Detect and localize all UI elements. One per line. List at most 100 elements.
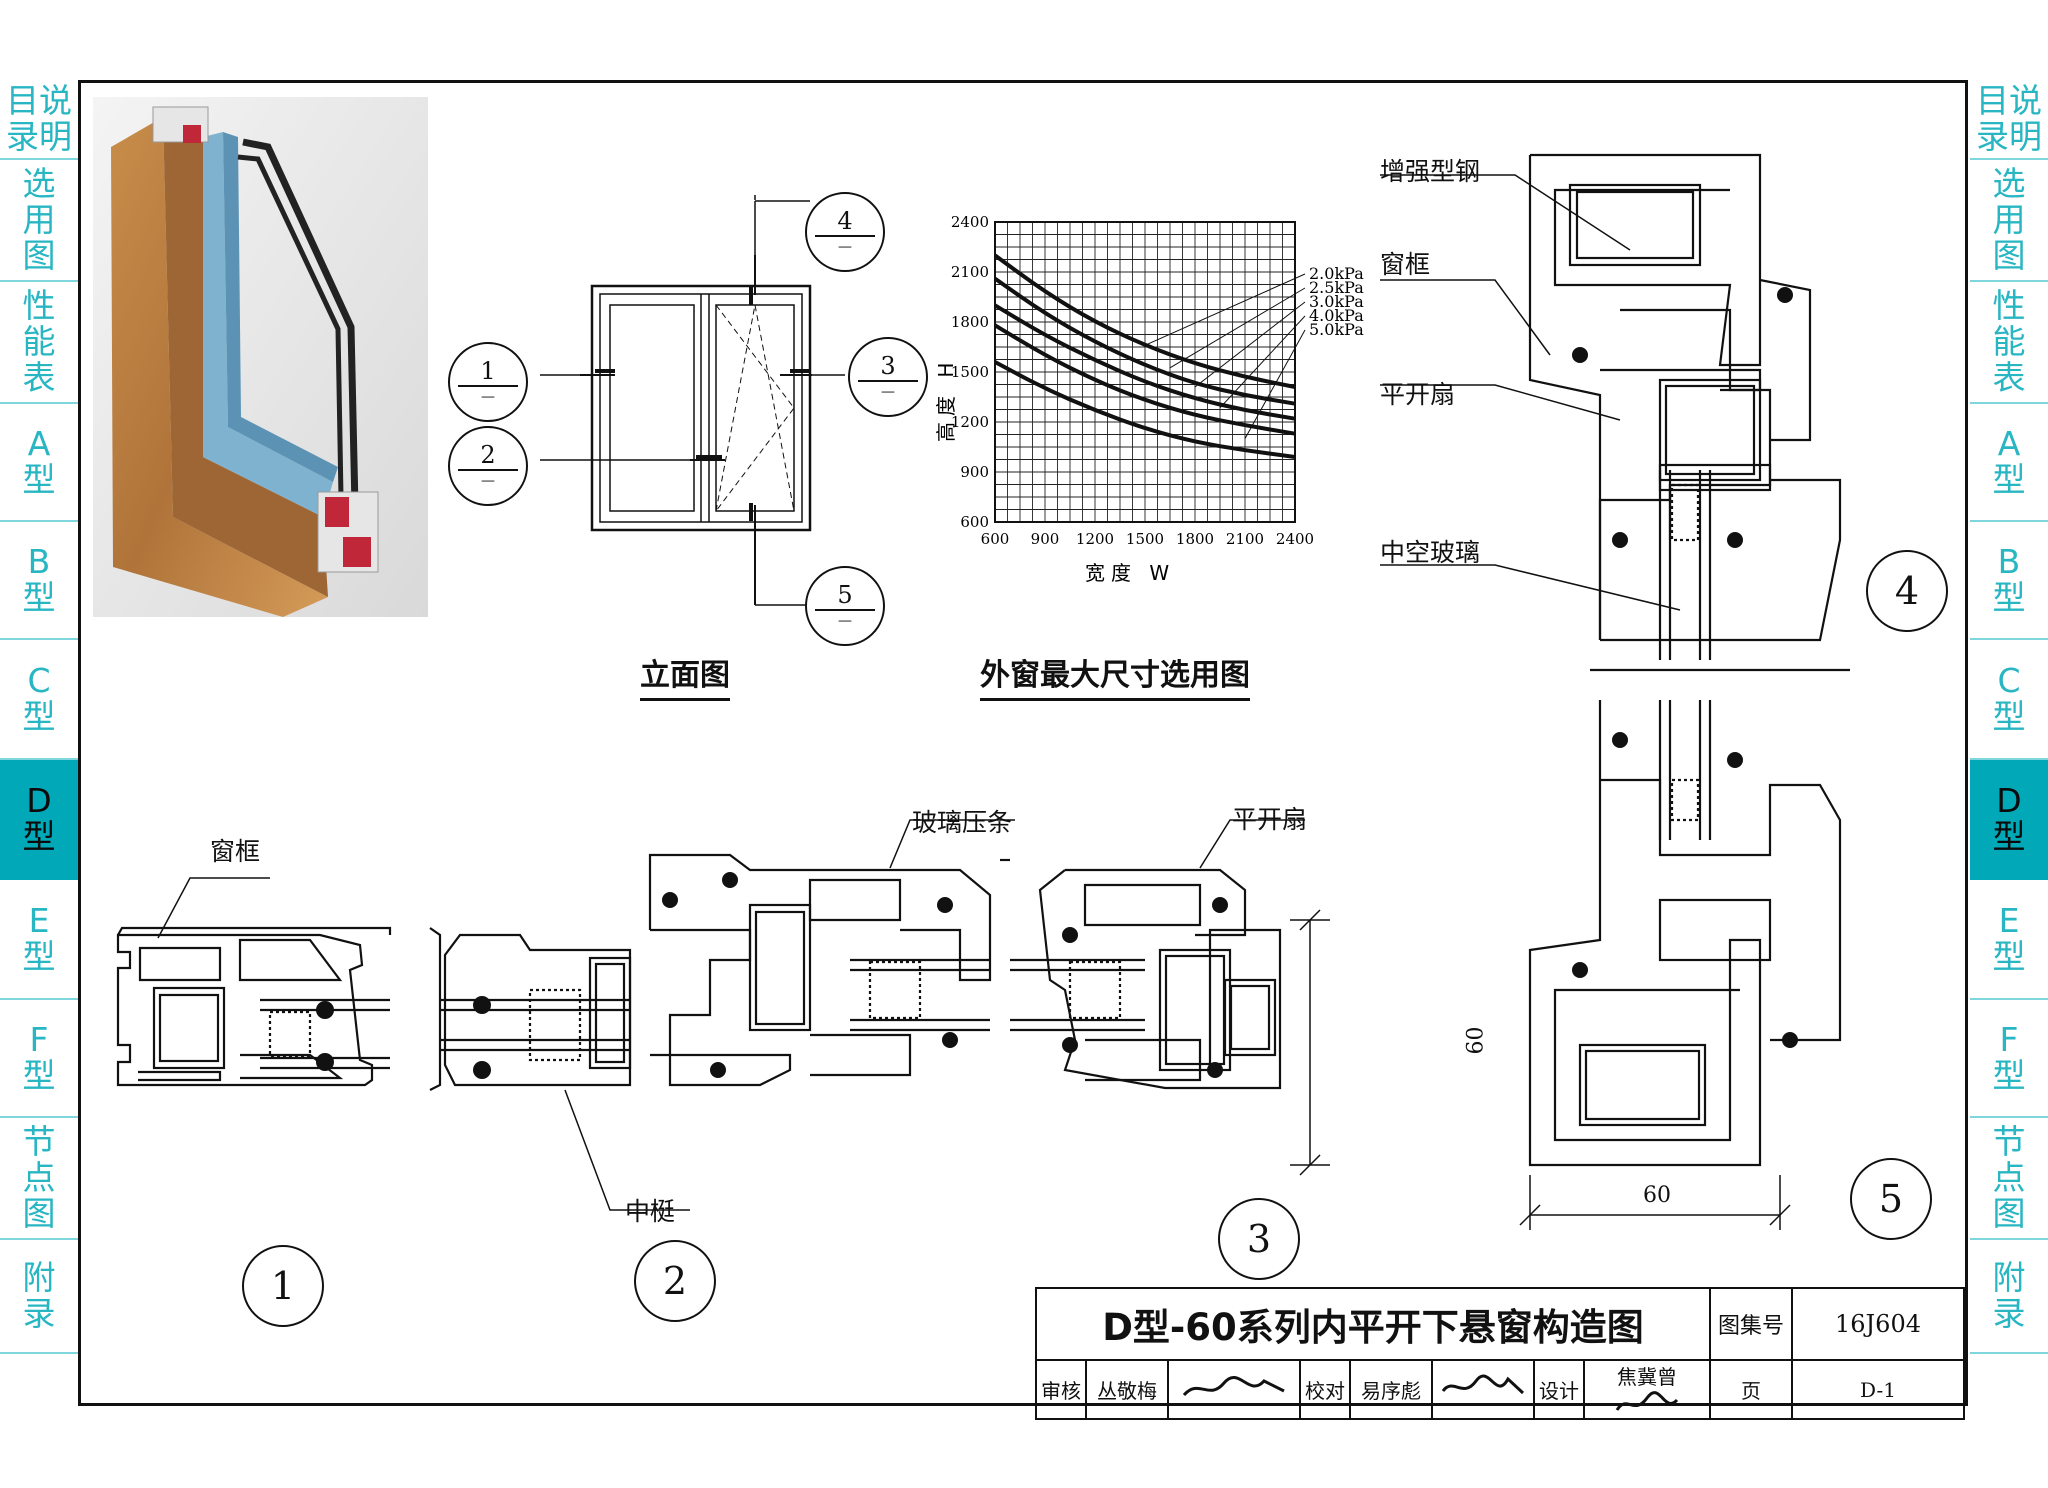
sidebar-tab-10[interactable]: 附录	[0, 1240, 78, 1354]
page-number: D-1	[1791, 1359, 1965, 1420]
chart-series-label: 3.0kPa	[1309, 292, 1364, 311]
marker-number: 1	[480, 357, 496, 385]
marker-divider	[858, 380, 918, 382]
signature-mark	[1441, 1374, 1525, 1394]
chart-x-tick-label: 600	[981, 530, 1010, 548]
marker-sub: —	[481, 473, 495, 489]
chart-series-line-3	[993, 323, 1296, 436]
sidebar-tab-label: 目说	[6, 81, 72, 120]
chart-x-tick-label: 900	[1031, 530, 1060, 548]
sidebar-tab-label: 附	[22, 1258, 56, 1297]
label-glazing-bead: 玻璃压条	[912, 808, 1013, 837]
sidebar-tab-label: 录	[22, 1294, 56, 1333]
elevation-title: 立面图	[640, 650, 730, 701]
chart-y-tick-label: 2100	[951, 263, 989, 281]
sidebar-tab-label: 型	[22, 937, 56, 976]
signature-mark	[1182, 1375, 1285, 1396]
chart-title: 外窗最大尺寸选用图	[980, 650, 1250, 701]
sidebar-tab-label: 图	[22, 1194, 56, 1233]
marker-number: 5	[837, 581, 853, 609]
sidebar-tab-label: 点	[22, 1158, 56, 1197]
atlas-label: 图集号	[1709, 1287, 1793, 1361]
sidebar-tab-0[interactable]: 目说录明	[1970, 80, 2048, 160]
sidebar-tab-1[interactable]: 选用图	[1970, 160, 2048, 282]
marker-sub: —	[881, 384, 895, 400]
chart-series-label: 2.0kPa	[1309, 264, 1364, 283]
chart-series-label: 5.0kPa	[1309, 320, 1364, 339]
sidebar-tab-label: A	[1997, 424, 2021, 463]
chart-y-tick-label: 2400	[951, 213, 989, 231]
sidebar-tab-1[interactable]: 选用图	[0, 160, 78, 282]
sidebar-tab-9[interactable]: 节点图	[1970, 1118, 2048, 1240]
checker-name: 易序彪	[1349, 1359, 1433, 1420]
designer-name: 焦冀曾	[1617, 1365, 1677, 1389]
detail-number-4: 4	[1866, 550, 1948, 632]
sidebar-tab-label: 性	[1992, 286, 2026, 325]
profile-corner-photo	[93, 97, 428, 617]
sidebar-tab-label: 型	[1992, 697, 2026, 736]
chart-series-label: 4.0kPa	[1309, 306, 1364, 325]
sidebar-tab-label: 型	[1992, 460, 2026, 499]
sidebar-tab-2[interactable]: 性能表	[0, 282, 78, 404]
sidebar-tab-label: 型	[1992, 817, 2026, 856]
sidebar-tab-label: 录明	[6, 117, 72, 156]
sidebar-tab-label: A	[27, 424, 51, 463]
sidebar-tab-0[interactable]: 目说录明	[0, 80, 78, 160]
sidebar-tab-label: 型	[1992, 578, 2026, 617]
sidebar-tab-label: 点	[1992, 1158, 2026, 1197]
chart-series-leader	[1194, 301, 1306, 388]
sidebar-tab-2[interactable]: 性能表	[1970, 282, 2048, 404]
elevation-marker-2: 2 —	[448, 426, 528, 506]
marker-divider	[458, 469, 518, 471]
sidebar-tab-label: 能	[22, 322, 56, 361]
chart-x-tick-label: 2400	[1276, 530, 1314, 548]
chart-x-tick-label: 1200	[1076, 530, 1114, 548]
sidebar-tab-label: 表	[1992, 358, 2026, 397]
chart-x-axis-label: 宽度 W	[1085, 561, 1175, 585]
sidebar-tab-label: 型	[22, 697, 56, 736]
checker-label: 校对	[1299, 1359, 1351, 1420]
sidebar-tab-9[interactable]: 节点图	[0, 1118, 78, 1240]
title-block: D型-60系列内平开下悬窗构造图 图集号 16J604 审核 丛敬梅 校对 易序…	[1035, 1287, 1965, 1420]
elevation-marker-1: 1 —	[448, 342, 528, 422]
chart-series-leader	[1219, 315, 1306, 409]
sidebar-tab-label: D	[1996, 781, 2022, 820]
reviewer-label: 审核	[1035, 1359, 1087, 1420]
sidebar-tab-label: B	[1997, 542, 2021, 581]
marker-sub: —	[481, 389, 495, 405]
label-frame-left: 窗框	[210, 837, 261, 866]
reviewer-signature	[1167, 1359, 1301, 1420]
signature-mark	[1615, 1391, 1679, 1411]
page-label: 页	[1709, 1359, 1793, 1420]
chart-series-label: 2.5kPa	[1309, 278, 1364, 297]
sidebar-tab-label: 目说	[1976, 81, 2042, 120]
detail-number-1: 1	[242, 1245, 324, 1327]
sidebar-tab-label: F	[1999, 1020, 2019, 1059]
marker-number: 3	[880, 352, 896, 380]
drawing-title: D型-60系列内平开下悬窗构造图	[1035, 1287, 1711, 1361]
label-reinforce-steel: 增强型钢	[1380, 157, 1481, 186]
chart-y-axis-label: 高度 H	[934, 357, 958, 442]
chart-y-tick-label: 1500	[951, 363, 989, 381]
sidebar-tab-label: D	[26, 781, 52, 820]
sidebar-tab-label: 用	[22, 200, 56, 239]
sidebar-tab-label: B	[27, 542, 51, 581]
sidebar-tab-10[interactable]: 附录	[1970, 1240, 2048, 1354]
atlas-number: 16J604	[1791, 1287, 1965, 1361]
marker-divider	[815, 609, 875, 611]
chart-y-tick-label: 1200	[951, 413, 989, 431]
chart-plot-border	[994, 221, 1296, 523]
